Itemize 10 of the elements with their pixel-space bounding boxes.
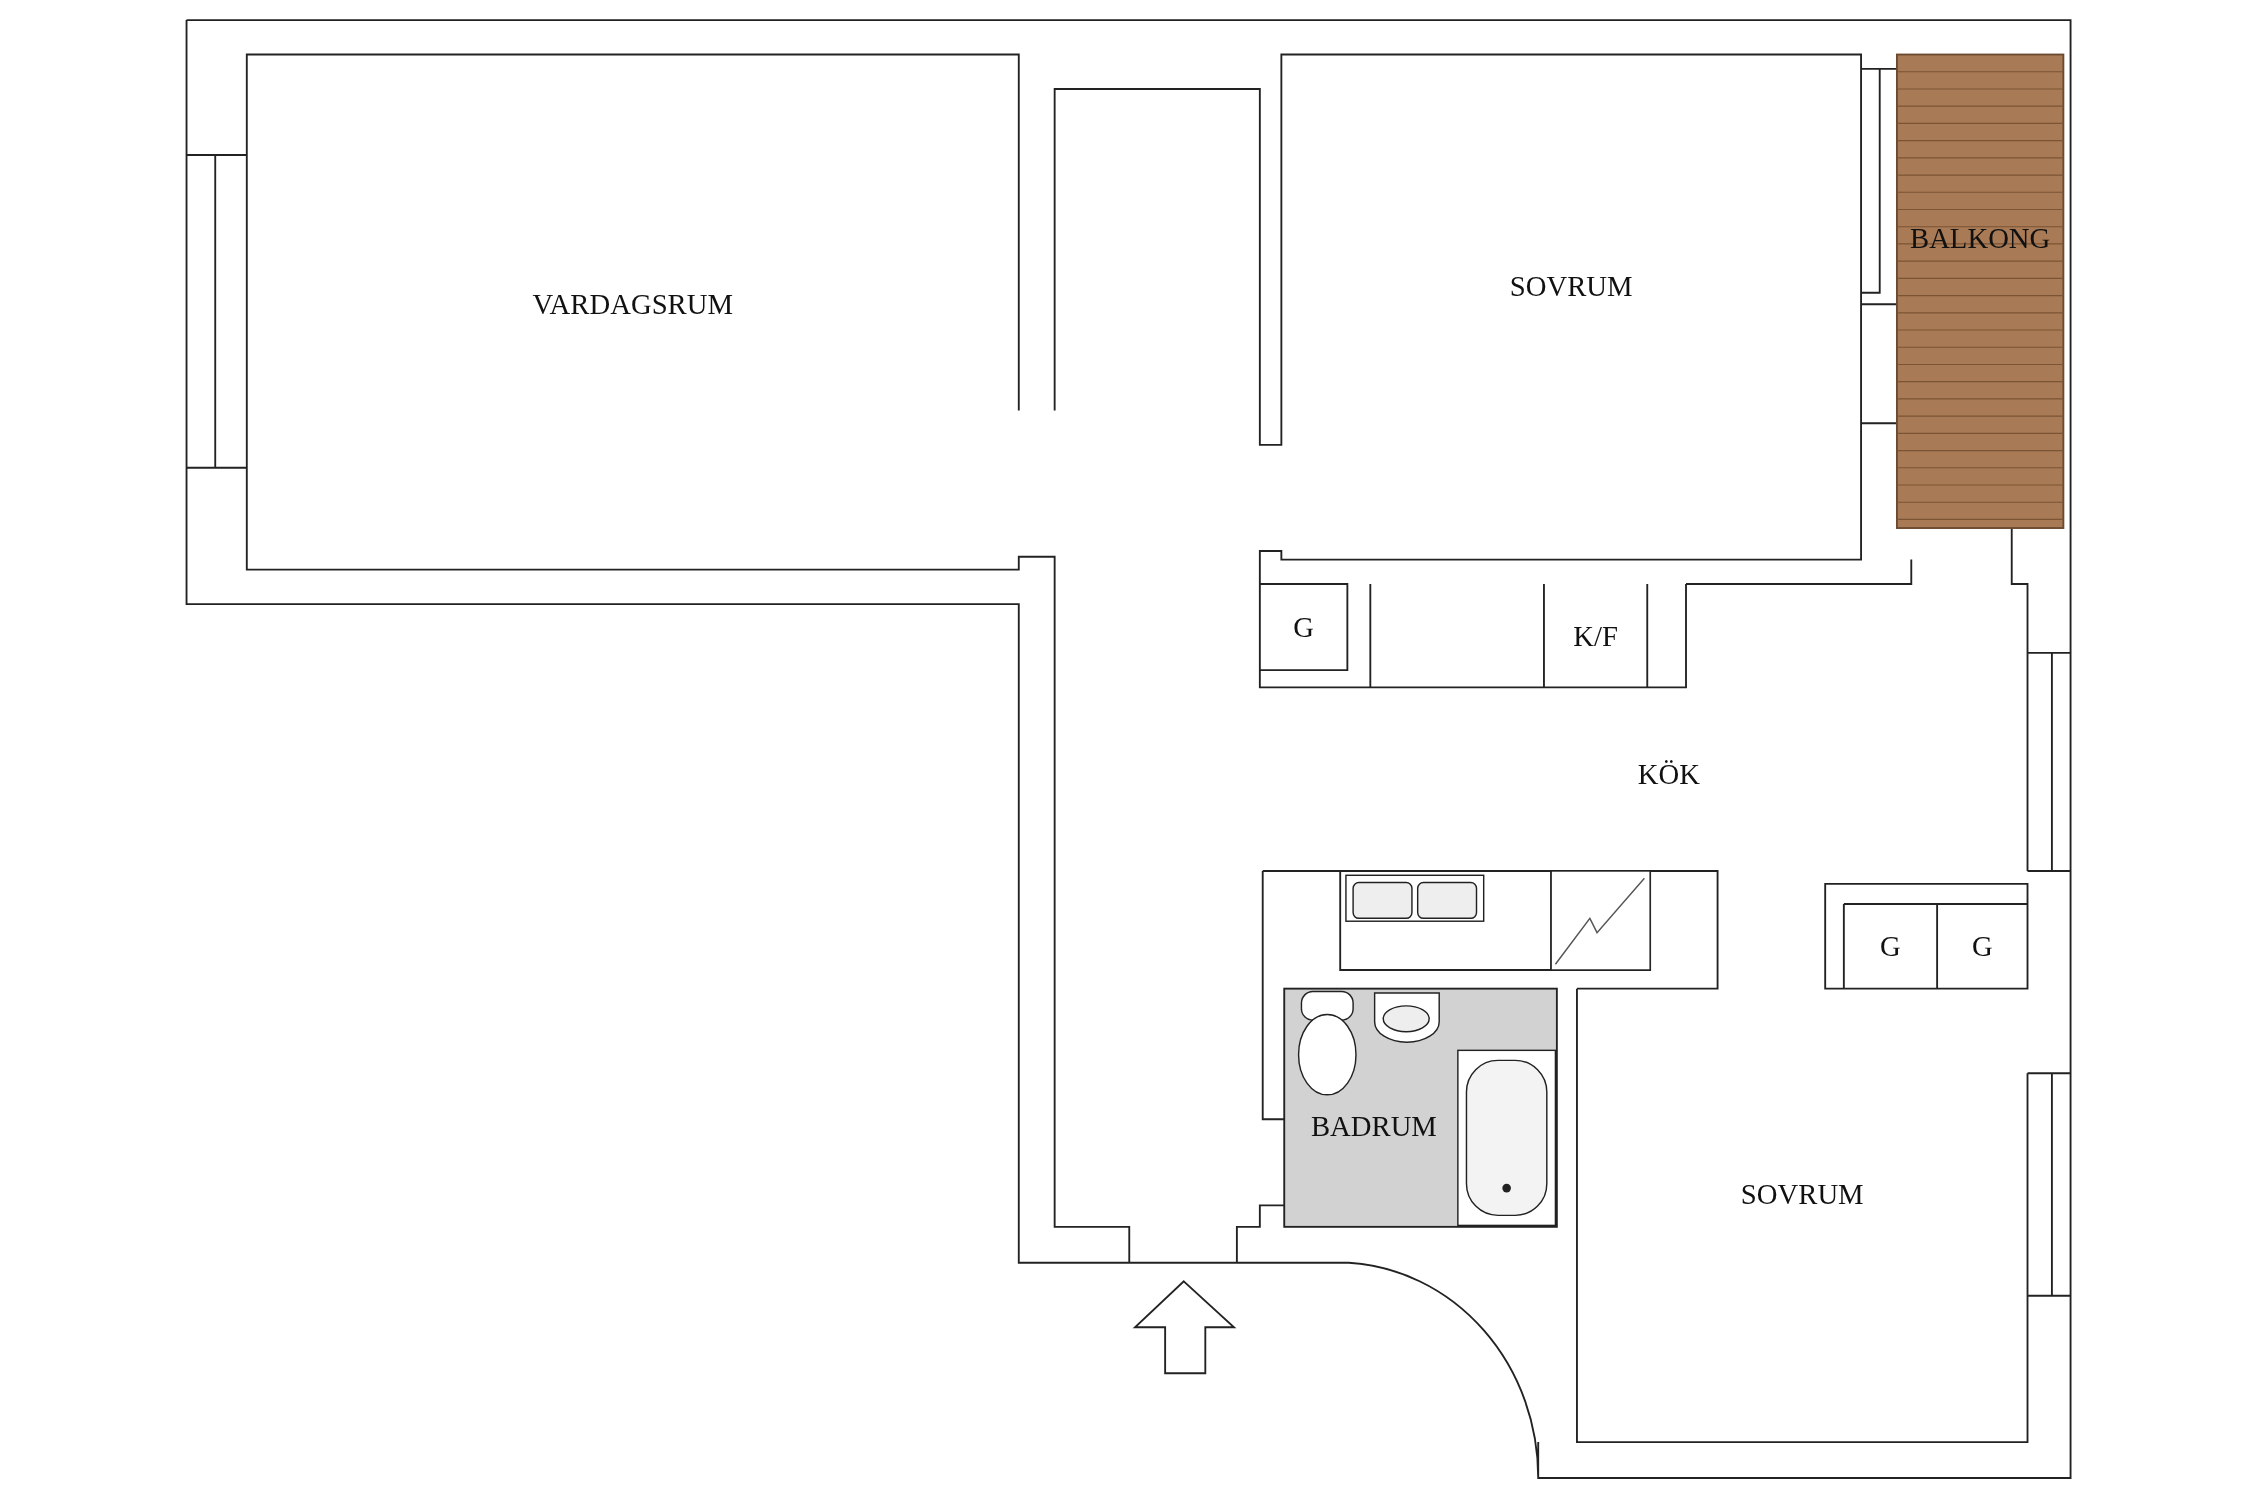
kitchen-label: KÖK xyxy=(1637,758,1700,792)
bathroom-label: BADRUM xyxy=(1310,1109,1437,1143)
cabinet-label: G xyxy=(1971,929,1993,963)
bedroom-label: SOVRUM xyxy=(1509,269,1633,303)
balcony-label: BALKONG xyxy=(1910,221,2051,255)
living-room-label: VARDAGSRUM xyxy=(532,288,733,322)
cabinet-label: G xyxy=(1880,929,1901,963)
cabinet-label: G xyxy=(1293,610,1314,644)
fridge-freezer-label: K/F xyxy=(1573,619,1618,653)
bedroom-label: SOVRUM xyxy=(1740,1177,1864,1211)
